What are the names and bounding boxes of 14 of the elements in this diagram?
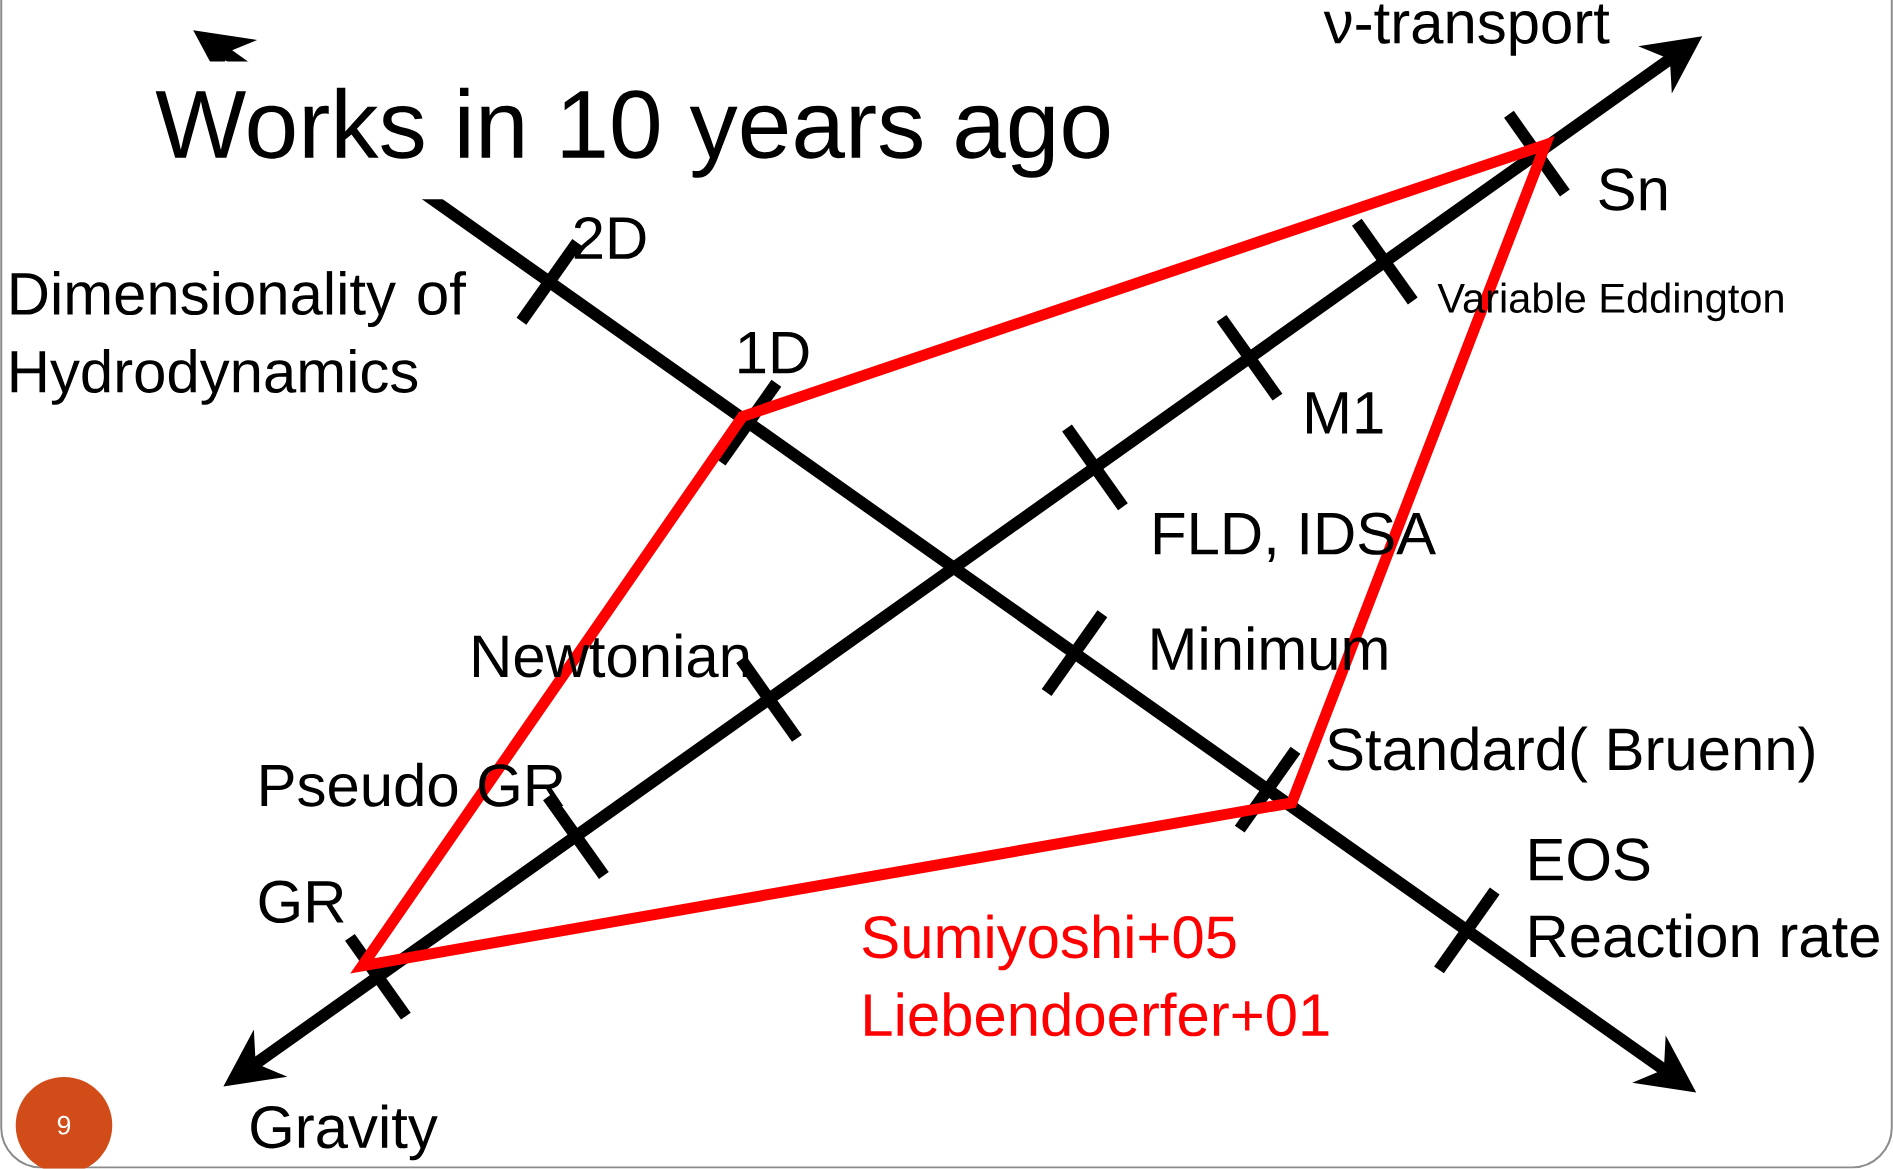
page-number-badge: 9 bbox=[15, 1077, 113, 1169]
axis-label: Reaction rate bbox=[1530, 913, 1879, 958]
axis-label: Dimensionality of Hydrodynamics bbox=[11, 271, 466, 405]
tick-label: M1 bbox=[1307, 392, 1383, 434]
slide-title: Works in 10 years ago bbox=[142, 61, 1110, 200]
tick-label: 2D bbox=[574, 217, 646, 259]
tick-label: 1D bbox=[739, 332, 809, 374]
tick-label: Sn bbox=[1599, 168, 1667, 211]
axis-label: ν-transport bbox=[1323, 4, 1610, 56]
tick-label: GR bbox=[259, 880, 344, 924]
series-label: Sumiyoshi+05 Liebendoerfer+01 bbox=[863, 914, 1329, 1037]
axis-label: EOS bbox=[1530, 838, 1650, 881]
axis-label: Gravity bbox=[251, 1104, 438, 1161]
tick-label: Standard( Bruenn) bbox=[1327, 726, 1814, 783]
